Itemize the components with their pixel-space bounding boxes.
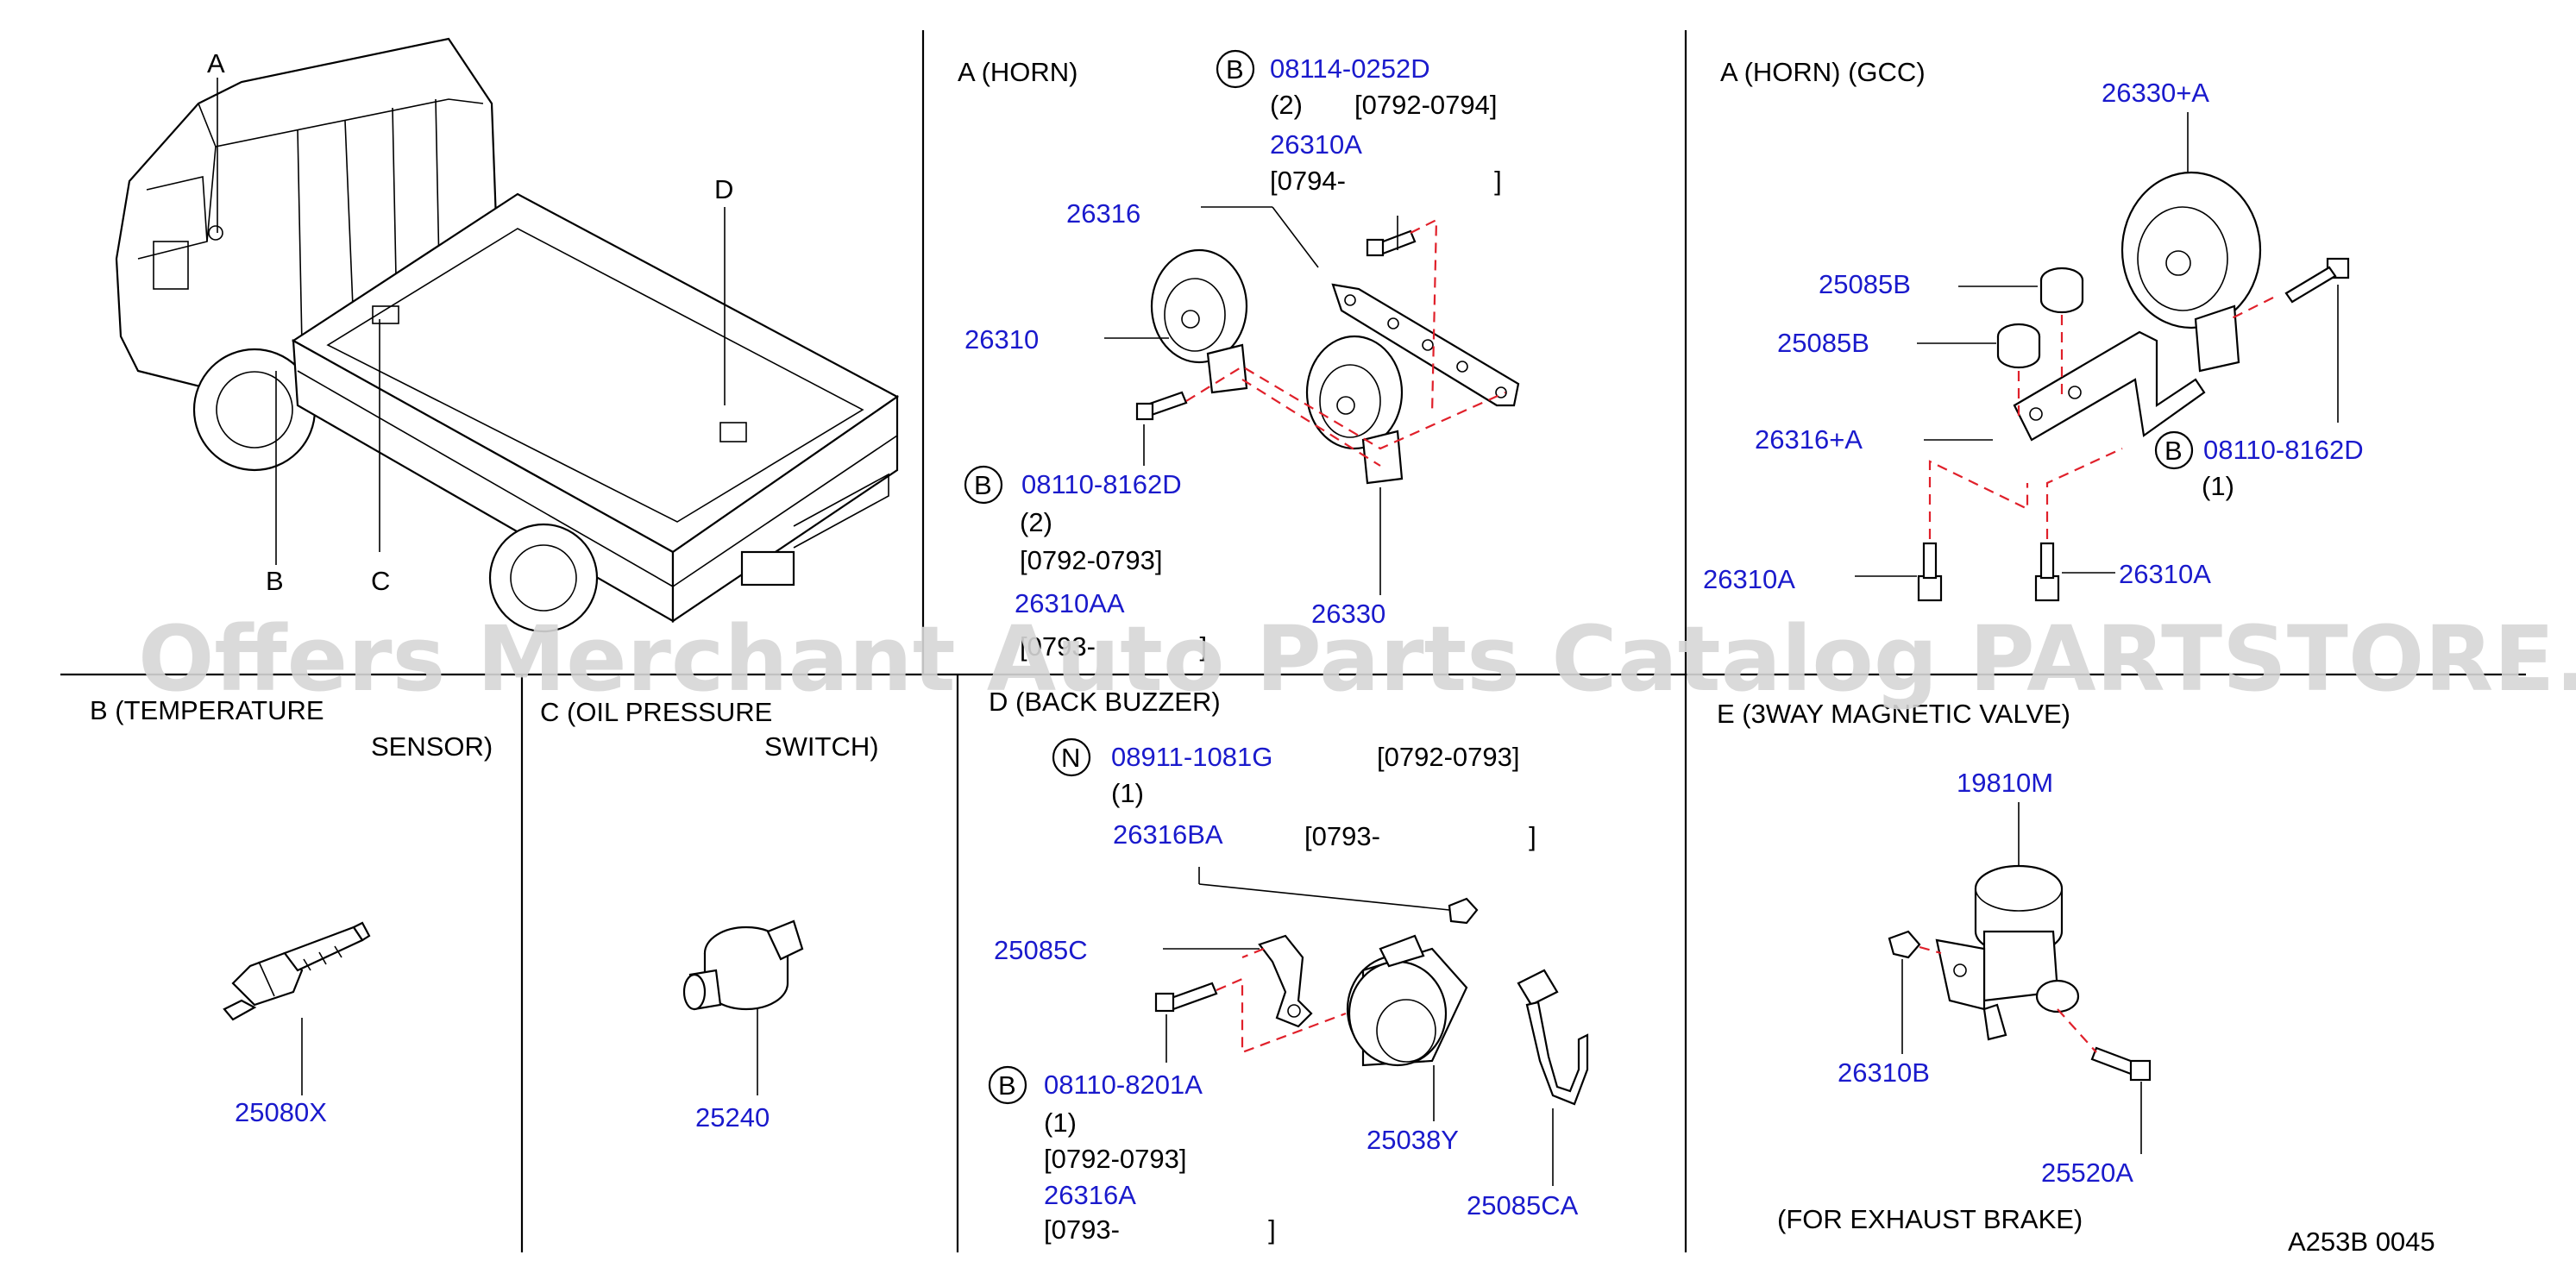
horn-gcc-illustration xyxy=(1855,112,2350,602)
qty-label: (1) xyxy=(1044,1107,1077,1138)
part-26310a: 26310A xyxy=(1703,564,1795,594)
part-26310aa: 26310AA xyxy=(1015,588,1125,618)
nut-n-symbol xyxy=(1052,737,1091,777)
bolt-b-symbol xyxy=(2154,430,2194,470)
part-25520a: 25520A xyxy=(2041,1158,2133,1188)
callout-a-label: A xyxy=(207,48,225,78)
part-26316: 26316 xyxy=(1066,198,1140,229)
part-26330-a: 26330+A xyxy=(2102,78,2209,108)
nut-n-symbol-text: N xyxy=(1061,743,1080,773)
bolt-b-symbol xyxy=(988,1065,1027,1105)
part-08911-1081g: 08911-1081G xyxy=(1111,742,1272,772)
bolt-b-symbol-text: B xyxy=(2164,436,2183,466)
magnetic-valve-section-title: E (3WAY MAGNETIC VALVE) xyxy=(1717,699,2070,729)
oil-switch-title-2: SWITCH) xyxy=(764,731,879,762)
date-range-label: [0793- ] xyxy=(1304,821,1536,851)
temperature-sensor-illustration xyxy=(223,921,371,1095)
part-25085b: 25085B xyxy=(1819,269,1911,299)
part-26310: 26310 xyxy=(964,324,1039,355)
date-range-label: [0792-0793] xyxy=(1044,1144,1186,1174)
part-08110-8201a: 08110-8201A xyxy=(1044,1070,1203,1100)
oil-switch-title-1: C (OIL PRESSURE xyxy=(540,697,772,727)
bolt-b-symbol xyxy=(964,465,1003,505)
part-25085b: 25085B xyxy=(1777,328,1869,358)
part-26310a: 26310A xyxy=(2119,559,2211,589)
date-range-label: [0794- ] xyxy=(1270,166,1502,196)
watermark: Offers Merchant Auto Parts Catalog PARTS… xyxy=(138,606,2576,712)
date-range-label: [0792-0793] xyxy=(1020,545,1162,575)
temp-sensor-title-1: B (TEMPERATURE xyxy=(90,695,324,725)
part-08110-8162d: 08110-8162D xyxy=(1021,469,1182,499)
exhaust-brake-note: (FOR EXHAUST BRAKE) xyxy=(1777,1204,2083,1234)
back-buzzer-illustration xyxy=(1154,867,1589,1186)
part-25080x: 25080X xyxy=(235,1097,327,1127)
magnetic-valve-illustration xyxy=(1888,802,2152,1154)
date-range-label: [0793- ] xyxy=(1044,1214,1276,1245)
part-26316ba: 26316BA xyxy=(1113,819,1223,850)
qty-label: (1) xyxy=(2202,471,2234,501)
bolt-b-symbol-text: B xyxy=(1226,54,1244,85)
temp-sensor-title-2: SENSOR) xyxy=(371,731,493,762)
qty-label: (1) xyxy=(1111,778,1144,808)
oil-pressure-switch-illustration xyxy=(682,919,804,1095)
callout-c-label: C xyxy=(371,566,390,596)
bolt-b-symbol-text: B xyxy=(998,1070,1016,1101)
horn-assembly-illustration xyxy=(1104,206,1520,595)
truck-overview-illustration xyxy=(115,37,900,633)
part-26316-a: 26316+A xyxy=(1755,424,1863,455)
date-range-label: [0792-0794] xyxy=(1354,90,1497,120)
part-26310b: 26310B xyxy=(1838,1057,1930,1088)
horn-section-title: A (HORN) xyxy=(958,57,1078,87)
part-26330: 26330 xyxy=(1311,599,1385,629)
qty-label: (2) xyxy=(1270,90,1303,120)
part-25085c: 25085C xyxy=(994,935,1088,965)
date-range-label: [0792-0793] xyxy=(1377,742,1519,772)
horn-gcc-section-title: A (HORN) (GCC) xyxy=(1720,57,1926,87)
part-25240: 25240 xyxy=(695,1102,770,1133)
callout-d-label: D xyxy=(714,174,733,204)
bolt-b-symbol-text: B xyxy=(974,470,992,500)
diagram-code: A253B 0045 xyxy=(2288,1227,2435,1257)
part-25085ca: 25085CA xyxy=(1467,1190,1579,1220)
qty-label: (2) xyxy=(1020,507,1052,537)
part-25038y: 25038Y xyxy=(1367,1125,1459,1155)
panel-dividers xyxy=(60,30,2526,1252)
bolt-b-symbol xyxy=(1216,49,1255,89)
back-buzzer-section-title: D (BACK BUZZER) xyxy=(989,687,1221,717)
part-19810m: 19810M xyxy=(1957,768,2053,798)
part-08110-8162d: 08110-8162D xyxy=(2203,435,2364,465)
part-08114-0252d: 08114-0252D xyxy=(1270,53,1430,84)
date-range-label: [0793- ] xyxy=(1020,631,1207,662)
part-26316a: 26316A xyxy=(1044,1180,1136,1210)
part-26310a: 26310A xyxy=(1270,129,1362,160)
callout-b-label: B xyxy=(266,566,284,596)
